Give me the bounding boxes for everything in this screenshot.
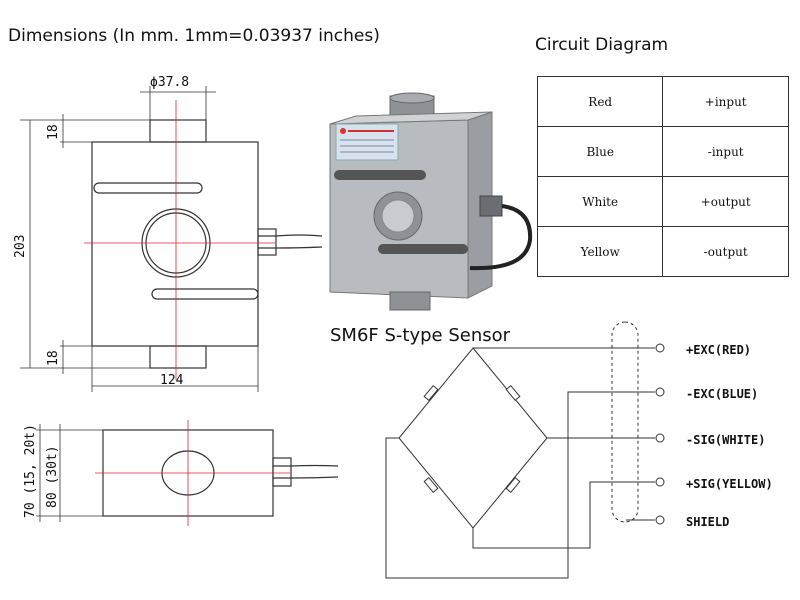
height-label: 203 — [13, 235, 28, 258]
thickness-outer-label: 70 (15, 20t) — [23, 424, 38, 518]
top-lug-label: 18 — [46, 124, 61, 140]
diameter-label: ϕ37.8 — [150, 75, 189, 90]
front-view — [91, 119, 323, 369]
terminal-label: SHIELD — [686, 515, 729, 529]
width-label: 124 — [160, 373, 184, 388]
wire-function-cell: +output — [662, 176, 789, 227]
table-row: Blue -input — [536, 126, 789, 177]
wire-color-cell: Blue — [536, 126, 664, 177]
wiring-schematic — [385, 321, 665, 579]
table-row: White +output — [536, 176, 789, 227]
wire-function-cell: -output — [662, 226, 789, 277]
wire-function-cell: +input — [662, 76, 789, 127]
wheatstone-bridge — [398, 347, 548, 529]
sensor-illustration — [329, 92, 533, 311]
side-dimension-lines — [36, 424, 103, 522]
sensor-caption: SM6F S-type Sensor — [330, 325, 511, 346]
wire-color-table: Red +input Blue -input White +output Yel… — [536, 76, 789, 277]
wire-color-cell: Yellow — [536, 226, 664, 277]
cable-shield — [611, 321, 639, 523]
terminal-label: -EXC(BLUE) — [686, 387, 758, 401]
front-dimension-lines — [20, 86, 259, 392]
table-row: Yellow -output — [536, 226, 789, 277]
terminal-label: -SIG(WHITE) — [686, 433, 765, 447]
terminal-label: +SIG(YELLOW) — [686, 477, 773, 491]
terminal — [655, 433, 665, 443]
lower-slot — [151, 288, 259, 300]
side-centerlines — [95, 420, 290, 526]
wire-sig-pos — [472, 481, 655, 549]
side-cable — [290, 464, 339, 467]
terminal — [655, 343, 665, 353]
front-centerlines — [84, 100, 275, 380]
terminal — [655, 515, 665, 525]
table-row: Red +input — [536, 76, 789, 127]
top-lug — [149, 119, 207, 143]
sensor-body-outline — [91, 141, 259, 347]
cable-gland — [257, 228, 277, 256]
circuit-diagram-title: Circuit Diagram — [535, 35, 669, 55]
side-cable-gland — [272, 457, 292, 487]
bottom-lug — [149, 345, 207, 369]
page-title: Dimensions (In mm. 1mm=0.03937 inches) — [8, 26, 380, 46]
terminal — [655, 387, 665, 397]
upper-slot — [93, 182, 203, 194]
wire-function-cell: -input — [662, 126, 789, 177]
bottom-lug-label: 18 — [46, 350, 61, 366]
cable — [275, 234, 323, 237]
wire-exc-neg — [385, 391, 655, 579]
wire-color-cell: Red — [536, 76, 664, 127]
thickness-inner-label: 80 (30t) — [45, 445, 60, 508]
terminal-label: +EXC(RED) — [686, 343, 751, 357]
wire-color-cell: White — [536, 176, 664, 227]
terminal — [655, 477, 665, 487]
